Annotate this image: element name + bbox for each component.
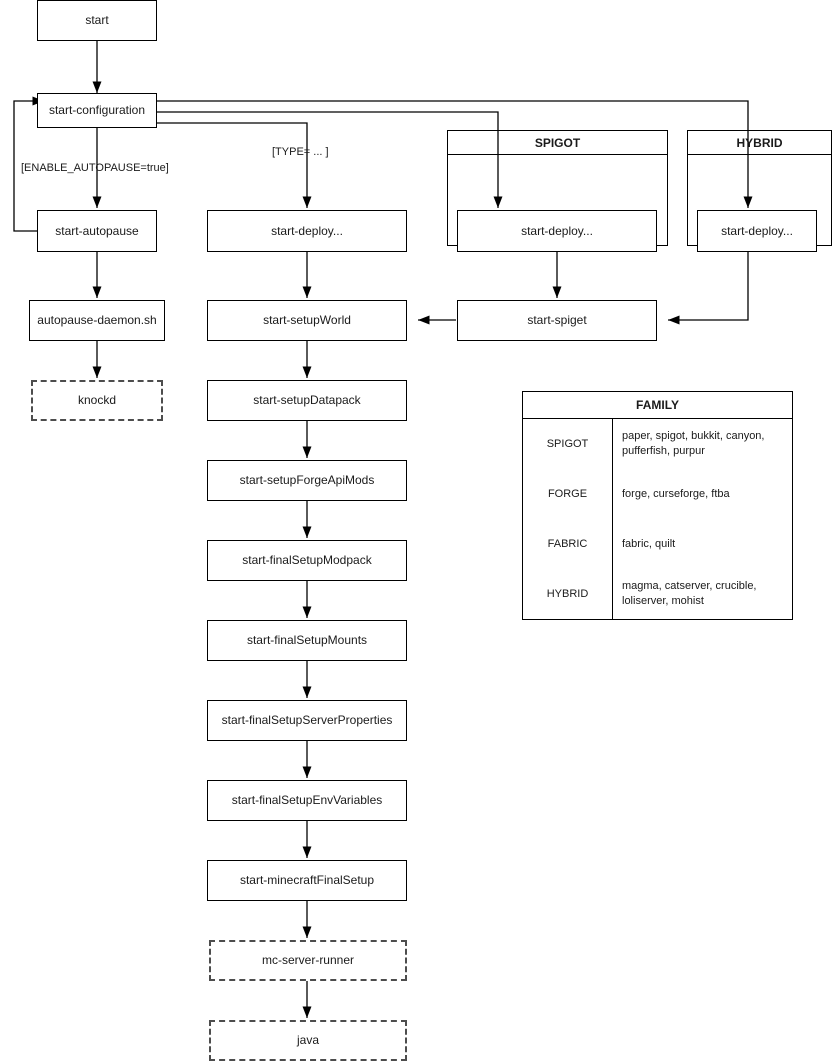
family-legend-key: FABRIC [523, 519, 613, 569]
family-legend-key: FORGE [523, 469, 613, 519]
node-start-final-setup-env-variables[interactable]: start-finalSetupEnvVariables [207, 780, 407, 821]
family-legend-title: FAMILY [523, 392, 792, 419]
node-java[interactable]: java [209, 1020, 407, 1061]
edge-deploy-hybrid-to-spiget [668, 252, 749, 325]
family-legend-row: FORGE forge, curseforge, ftba [523, 469, 792, 519]
node-start-final-setup-modpack[interactable]: start-finalSetupModpack [207, 540, 407, 581]
node-start-final-setup-mounts[interactable]: start-finalSetupMounts [207, 620, 407, 661]
edge-configuration-to-deploy-spigot [148, 111, 503, 208]
edge-label-enable-autopause: [ENABLE_AUTOPAUSE=true] [21, 162, 169, 174]
family-legend-value: fabric, quilt [622, 537, 676, 550]
family-legend-row: SPIGOT paper, spigot, bukkit, canyon, puf… [523, 419, 792, 469]
node-autopause-daemon[interactable]: autopause-daemon.sh [29, 300, 165, 341]
node-knockd[interactable]: knockd [31, 380, 163, 421]
family-legend-body: SPIGOT paper, spigot, bukkit, canyon, puf… [523, 419, 792, 619]
family-legend-value: forge, curseforge, ftba [622, 487, 730, 500]
node-start-spiget[interactable]: start-spiget [457, 300, 657, 341]
node-start-minecraft-final-setup[interactable]: start-minecraftFinalSetup [207, 860, 407, 901]
node-start[interactable]: start [37, 0, 157, 41]
group-spigot-title: SPIGOT [448, 131, 667, 155]
node-start-deploy-spigot[interactable]: start-deploy... [457, 210, 657, 252]
family-legend-key: HYBRID [523, 569, 613, 619]
node-start-final-setup-server-properties[interactable]: start-finalSetupServerProperties [207, 700, 407, 741]
edge-configuration-to-deploy-main [148, 122, 312, 208]
family-legend-key: SPIGOT [523, 419, 613, 469]
node-mc-server-runner[interactable]: mc-server-runner [209, 940, 407, 981]
edge-label-type: [TYPE= ... ] [272, 146, 329, 158]
family-legend-table: FAMILY SPIGOT paper, spigot, bukkit, cany… [522, 391, 793, 620]
group-hybrid-title: HYBRID [688, 131, 831, 155]
family-legend-value: paper, spigot, bukkit, canyon, pufferfis… [622, 430, 765, 457]
family-legend-row: FABRIC fabric, quilt [523, 519, 792, 569]
node-start-setup-datapack[interactable]: start-setupDatapack [207, 380, 407, 421]
node-start-deploy-hybrid[interactable]: start-deploy... [697, 210, 817, 252]
node-start-autopause[interactable]: start-autopause [37, 210, 157, 252]
node-start-configuration[interactable]: start-configuration [37, 93, 157, 128]
node-start-deploy-main[interactable]: start-deploy... [207, 210, 407, 252]
family-legend-row: HYBRID magma, catserver, crucible, lolise… [523, 569, 792, 619]
family-legend-value: magma, catserver, crucible, loliserver, … [622, 580, 757, 607]
node-start-setup-forge-api-mods[interactable]: start-setupForgeApiMods [207, 460, 407, 501]
node-start-setup-world[interactable]: start-setupWorld [207, 300, 407, 341]
